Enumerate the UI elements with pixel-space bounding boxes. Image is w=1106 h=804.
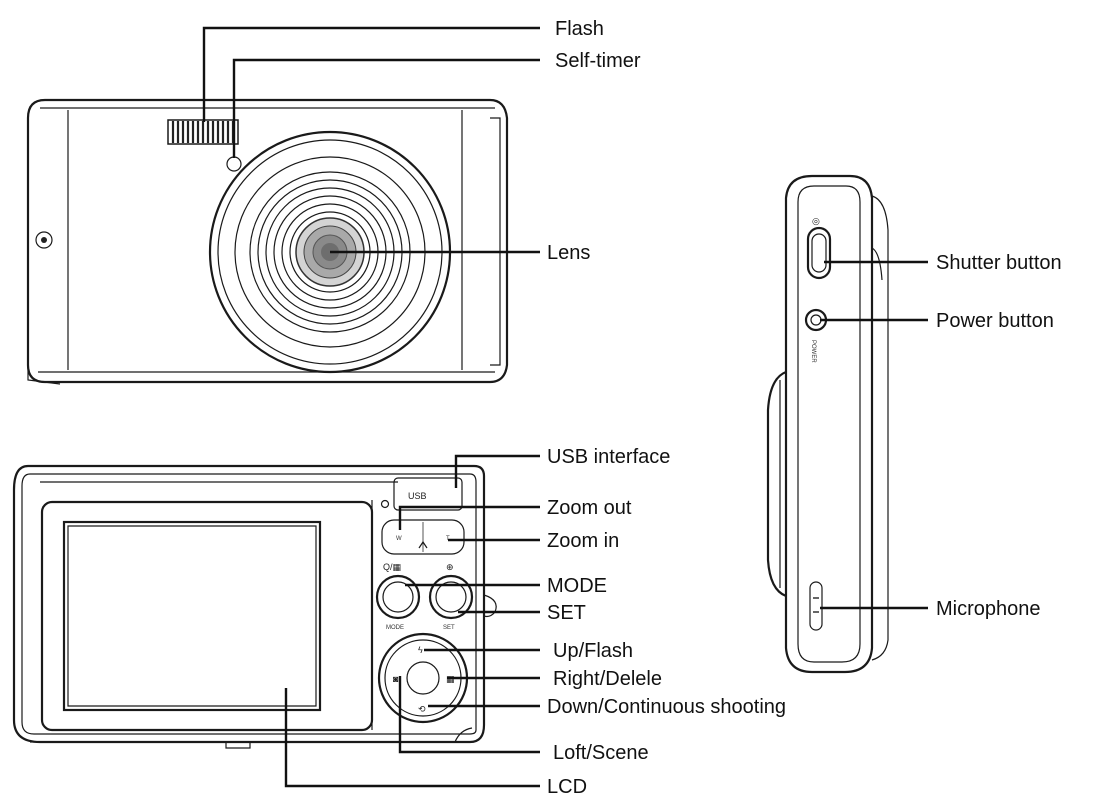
back-inner-outline: [21, 473, 477, 735]
mode-icon: Q/▦: [383, 562, 401, 572]
self-timer-lamp: [226, 156, 242, 172]
flash-window: [167, 119, 239, 145]
label-shutter-button: Shutter button: [936, 252, 1062, 274]
lcd-screen-inner-edge: [67, 525, 317, 707]
lcd-screen: [62, 520, 322, 712]
label-right-delete: Right/Delele: [553, 668, 662, 690]
label-up-flash: Up/Flash: [553, 640, 633, 662]
dpad-center[interactable]: [406, 661, 440, 695]
front-body-outline: [26, 98, 509, 384]
leader-self-timer: [232, 58, 540, 158]
label-lcd: LCD: [547, 776, 587, 798]
back-corner-notch: [454, 727, 473, 743]
status-led: [380, 499, 390, 509]
callout-labels: Flash Self-timer Lens Shutter button Pow…: [547, 18, 1062, 798]
label-microphone: Microphone: [936, 598, 1041, 620]
label-zoom-in: Zoom in: [547, 530, 619, 552]
back-view: USB W T Q/▦ MODE ⊕ SET ϟ ▦ ◙ ⟲: [12, 464, 497, 749]
back-bottom-notch: [225, 742, 251, 749]
front-grip: [490, 117, 501, 366]
leader-lcd: [284, 688, 540, 788]
set-icon: ⊕: [446, 562, 454, 572]
front-view: [26, 98, 509, 385]
strap-lug-front: [35, 231, 53, 249]
mode-button[interactable]: Q/▦ MODE: [375, 562, 421, 631]
set-button-label: SET: [443, 625, 455, 631]
label-self-timer: Self-timer: [555, 50, 641, 72]
label-zoom-out: Zoom out: [547, 497, 632, 519]
label-set: SET: [547, 602, 586, 624]
side-view: ◎ POWER: [766, 174, 889, 674]
camera-icon-side: ◎: [812, 216, 820, 226]
leader-left-scene: [398, 676, 540, 754]
side-lens-bulge: [766, 370, 787, 598]
left-scene-glyph: ◙: [393, 674, 399, 684]
leader-lines: [202, 26, 928, 788]
zoom-rocker[interactable]: W T: [381, 519, 465, 555]
label-usb-interface: USB interface: [547, 446, 670, 468]
label-down-continuous: Down/Continuous shooting: [547, 696, 786, 718]
microphone-grille: [809, 581, 823, 631]
side-shutter-button[interactable]: [806, 226, 832, 280]
set-button[interactable]: ⊕ SET: [428, 562, 474, 631]
side-grip-bulge: [871, 247, 883, 281]
label-left-scene: Loft/Scene: [553, 742, 649, 764]
down-continuous-glyph: ⟲: [418, 704, 426, 714]
side-grip: [871, 195, 889, 661]
label-lens: Lens: [547, 242, 590, 264]
side-body-outline: [784, 174, 874, 674]
label-flash: Flash: [555, 18, 604, 40]
strap-lug-back: [483, 594, 497, 618]
up-flash-glyph: ϟ: [418, 645, 423, 655]
mode-button-label: MODE: [386, 625, 404, 631]
label-power-button: Power button: [936, 310, 1054, 332]
usb-interface-cover: USB: [393, 477, 463, 511]
leader-zoom-out: [398, 505, 540, 530]
usb-port-label: USB: [408, 491, 427, 501]
side-inner-outline: [797, 185, 861, 663]
back-body-outline: [12, 464, 486, 744]
zoom-out-glyph: W: [396, 536, 402, 542]
label-mode: MODE: [547, 575, 607, 597]
power-side-text: POWER: [810, 340, 816, 363]
leader-usb: [454, 454, 540, 488]
front-bottom-foot: [27, 368, 61, 385]
leader-flash: [202, 26, 540, 122]
